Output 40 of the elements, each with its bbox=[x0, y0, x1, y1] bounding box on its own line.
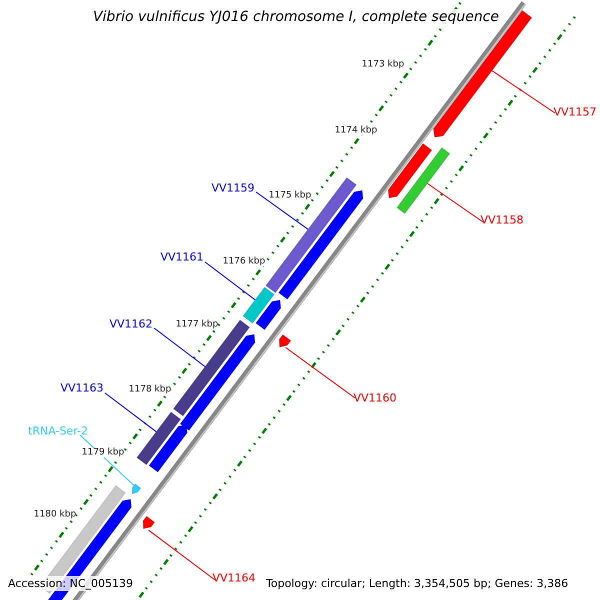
gene-label: tRNA-Ser-2 bbox=[28, 426, 88, 436]
scale-label: 1174 kbp bbox=[334, 126, 378, 136]
gene-bar bbox=[255, 300, 282, 330]
scale-label: 1175 kbp bbox=[268, 192, 312, 200]
info-text: Accession: NC_005139 bbox=[6, 576, 136, 591]
leader-line bbox=[285, 347, 356, 398]
gene-label: VV1160 bbox=[353, 392, 397, 404]
gene-bar bbox=[136, 412, 182, 466]
gene-bar bbox=[180, 334, 256, 431]
leader-line bbox=[204, 262, 256, 300]
gene-label: VV1163 bbox=[60, 382, 104, 394]
info-text: Topology: circular; Length: 3,354,505 bp; Genes: 3,386 bbox=[264, 576, 570, 591]
gene-label: VV1158 bbox=[480, 214, 524, 226]
gene-label: VV1161 bbox=[160, 252, 204, 262]
leader-line bbox=[426, 183, 484, 222]
gene-label: VV1162 bbox=[109, 318, 153, 330]
scale-label: 1176 kbp bbox=[222, 258, 266, 266]
gene-bar bbox=[148, 424, 188, 473]
gene-bar bbox=[433, 10, 532, 138]
scale-label: 1180 kbp bbox=[34, 510, 76, 520]
gene-label: VV1159 bbox=[211, 182, 255, 194]
scale-label: 1173 kbp bbox=[362, 60, 404, 70]
gene-label: VV1164 bbox=[212, 572, 256, 584]
gene-bar bbox=[388, 143, 432, 198]
gene-bar bbox=[278, 334, 292, 348]
gene-bar bbox=[242, 286, 275, 324]
leader-line bbox=[256, 192, 308, 230]
gene-bar bbox=[142, 516, 156, 530]
scale-label: 1177 kbp bbox=[176, 320, 218, 330]
leader-line bbox=[104, 392, 157, 432]
scale-label: 1178 kbp bbox=[128, 386, 172, 394]
gene-bar bbox=[265, 177, 357, 294]
scale-label: 1179 kbp bbox=[82, 448, 124, 458]
leader-line bbox=[492, 70, 556, 114]
gene-label: VV1157 bbox=[553, 106, 597, 118]
gene-bar bbox=[172, 320, 250, 416]
gene-bar bbox=[396, 147, 450, 214]
leader-line bbox=[154, 328, 206, 368]
gene-bar bbox=[132, 483, 142, 494]
leader-line bbox=[148, 530, 216, 580]
